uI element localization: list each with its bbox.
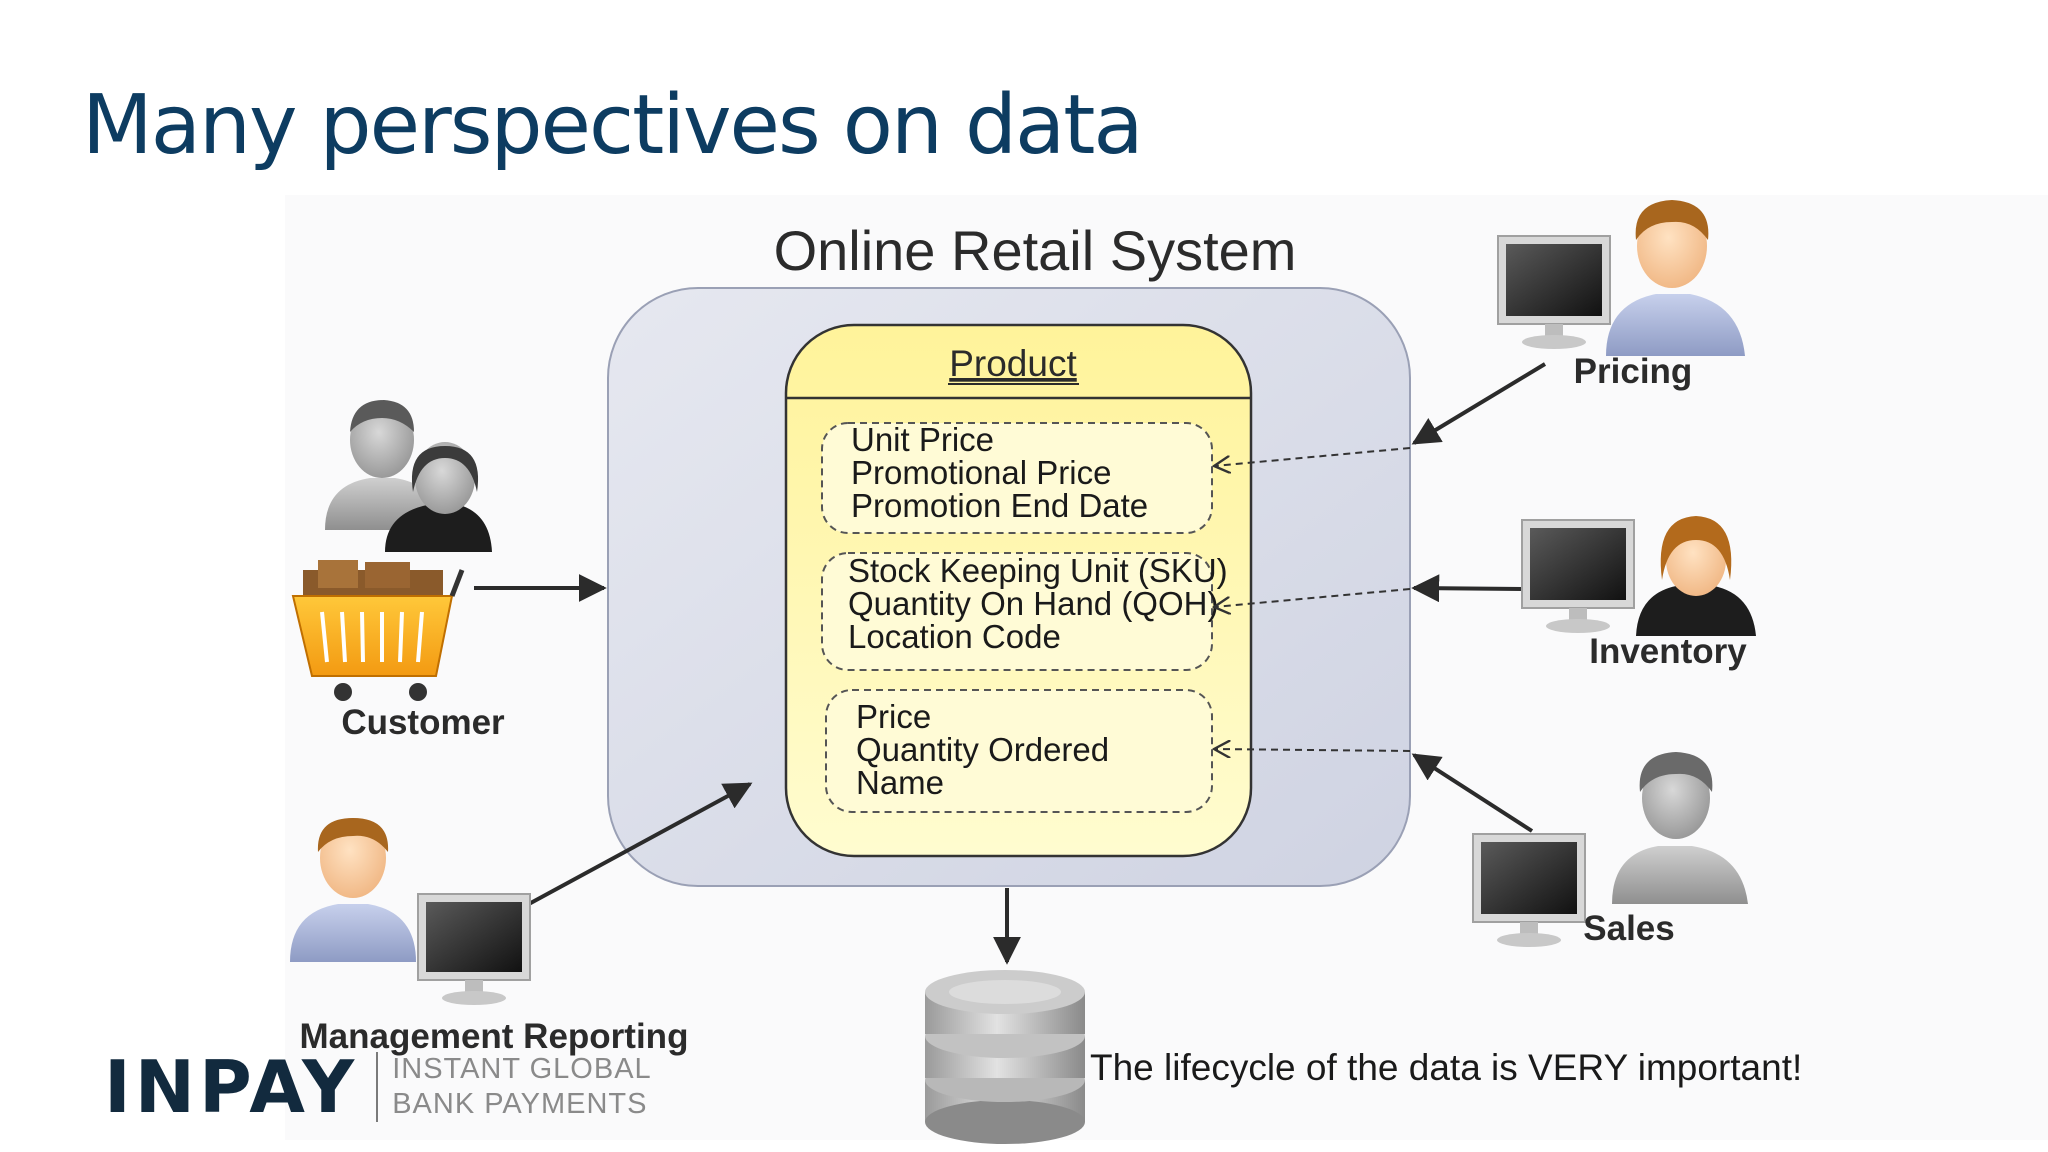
pricing-figure [1497, 200, 1745, 356]
sales-figure [1472, 752, 1748, 947]
inventory-dependency-arrow [1214, 588, 1411, 607]
inventory-label: Inventory [1589, 632, 1747, 671]
sales-dependency-arrow [1214, 749, 1411, 751]
shopping-basket-icon [291, 560, 465, 701]
customer-label: Customer [341, 703, 505, 742]
attribute-line: Price [856, 698, 931, 735]
attribute-group-sales: Price Quantity Ordered Name [825, 689, 1213, 813]
logo-tagline-line-1: INSTANT GLOBAL [392, 1053, 652, 1085]
logo-wordmark: INPAY [104, 1045, 359, 1129]
attribute-group-pricing: Unit Price Promotional Price Promotion E… [821, 421, 1213, 534]
attribute-line: Promotional Price [851, 454, 1111, 491]
sales-label: Sales [1583, 909, 1674, 948]
inventory-figure [1521, 516, 1756, 636]
logo-tagline-line-2: BANK PAYMENTS [392, 1088, 648, 1120]
pricing-dependency-arrow [1214, 447, 1411, 466]
attribute-line: Promotion End Date [851, 487, 1148, 524]
attribute-line: Name [856, 764, 944, 801]
lifecycle-note: The lifecycle of the data is VERY import… [1090, 1047, 1802, 1088]
computer-monitor-icon [1472, 833, 1586, 947]
pricing-arrow [1411, 362, 1547, 445]
customer-figure [291, 400, 492, 701]
person-icon [1612, 752, 1748, 904]
attribute-line: Stock Keeping Unit (SKU) [848, 552, 1228, 589]
computer-monitor-icon [1497, 235, 1611, 349]
logo-divider [376, 1052, 379, 1122]
inventory-arrow [1411, 574, 1523, 603]
attribute-line: Quantity On Hand (QOH) [848, 585, 1218, 622]
system-title: Online Retail System [774, 219, 1297, 282]
management-arrow [526, 782, 753, 907]
inpay-logo: INPAY INSTANT GLOBAL BANK PAYMENTS [104, 1048, 652, 1126]
attribute-line: Quantity Ordered [856, 731, 1109, 768]
management-label: Management Reporting [300, 1017, 689, 1056]
person-icon [1606, 200, 1745, 356]
person-icon [1636, 516, 1756, 636]
person-icon [385, 442, 492, 552]
management-figure [290, 818, 531, 1005]
attribute-line: Unit Price [851, 421, 994, 458]
attribute-line: Location Code [848, 618, 1061, 655]
computer-monitor-icon [1521, 519, 1635, 633]
pricing-label: Pricing [1574, 352, 1693, 391]
logo-tagline: INSTANT GLOBAL BANK PAYMENTS [392, 1052, 652, 1122]
product-heading: Product [949, 343, 1077, 384]
person-icon [290, 818, 416, 962]
sales-arrow [1411, 753, 1534, 833]
database-icon [925, 970, 1085, 1144]
slide-title: Many perspectives on data [82, 78, 1144, 173]
attribute-group-inventory: Stock Keeping Unit (SKU) Quantity On Han… [821, 552, 1228, 671]
computer-monitor-icon [417, 893, 531, 1005]
